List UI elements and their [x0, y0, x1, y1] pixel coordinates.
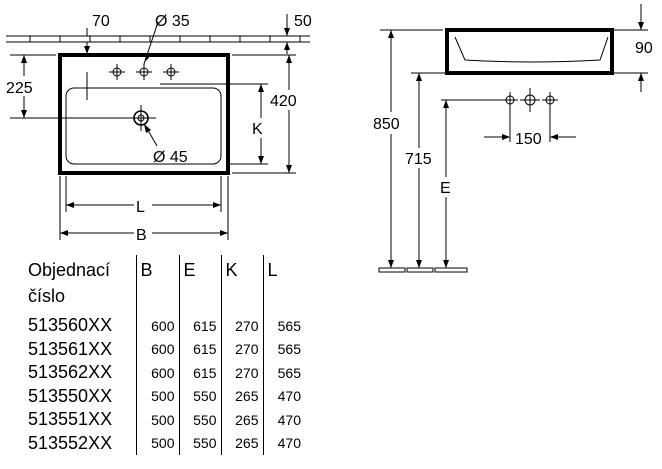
cell-L: 470: [262, 408, 305, 432]
cell-B: 500: [135, 384, 179, 408]
cell-B: 500: [135, 431, 179, 455]
cell-L: 470: [262, 384, 305, 408]
header-E: E: [178, 255, 221, 314]
cell-K: 270: [220, 361, 263, 385]
dim-E: E: [437, 99, 506, 268]
table-header-row: Objednací číslo B E K L: [26, 255, 305, 314]
table-row: 513552XX 500 550 265 470: [26, 431, 305, 455]
dim-L: L: [65, 176, 222, 216]
dim-420: 420: [232, 54, 308, 174]
cell-K: 270: [220, 314, 263, 338]
dim-70: 70: [84, 13, 110, 100]
dim-850: 850: [371, 29, 443, 268]
cell-order-number: 513551XX: [28, 409, 113, 430]
cell-K: 265: [220, 408, 263, 432]
dim-90: 90: [614, 4, 653, 92]
basin-side-outline: [445, 28, 614, 75]
dim-35-label: Ø 35: [155, 13, 190, 30]
cell-order-number: 513561XX: [28, 338, 113, 359]
cell-B: 600: [135, 314, 179, 338]
cell-B: 600: [135, 337, 179, 361]
dim-225: 225: [4, 54, 126, 119]
plan-view: 70 Ø 35 50 225: [4, 13, 312, 244]
tap-hole-center: [136, 64, 152, 80]
cell-L: 565: [262, 314, 305, 338]
dim-B-label: B: [136, 227, 147, 244]
cell-L: 565: [262, 361, 305, 385]
cell-K: 270: [220, 337, 263, 361]
table-row: 513560XX 600 615 270 565: [26, 314, 305, 338]
dim-715: 715: [403, 72, 445, 268]
dim-E-label: E: [440, 180, 451, 197]
table-row: 513550XX 500 550 265 470: [26, 384, 305, 408]
dim-45-label: Ø 45: [153, 149, 188, 166]
wall-strip: [6, 35, 310, 43]
tap-hole-left: [109, 64, 125, 80]
cell-order-number: 513560XX: [28, 315, 113, 336]
header-order-number-text: Objednací číslo: [28, 260, 111, 306]
dim-35: Ø 35: [143, 13, 190, 65]
cell-E: 550: [178, 384, 221, 408]
dim-715-label: 715: [405, 151, 432, 168]
header-order-number: Objednací číslo: [26, 255, 136, 314]
cell-K: 265: [220, 431, 263, 455]
product-spec-table: Objednací číslo B E K L 513560XX 600 615…: [26, 255, 305, 455]
cell-L: 470: [262, 431, 305, 455]
basin-outline: [58, 53, 230, 175]
dim-50: 50: [234, 13, 312, 56]
cell-E: 550: [178, 408, 221, 432]
cell-B: 500: [135, 408, 179, 432]
dim-B: B: [59, 176, 229, 244]
dim-420-label: 420: [270, 93, 297, 110]
cell-order-number: 513552XX: [28, 432, 113, 453]
dim-50-label: 50: [294, 13, 312, 30]
dim-225-label: 225: [6, 80, 33, 97]
table-row: 513562XX 600 615 270 565: [26, 361, 305, 385]
dim-70-label: 70: [92, 13, 110, 30]
tap-hole-right: [163, 64, 179, 80]
dim-K: K: [160, 83, 270, 165]
table-row: 513561XX 600 615 270 565: [26, 337, 305, 361]
dim-K-label: K: [252, 121, 263, 138]
dim-850-label: 850: [373, 116, 400, 133]
cell-B: 600: [135, 361, 179, 385]
dim-45: Ø 45: [144, 124, 188, 166]
cell-E: 615: [178, 337, 221, 361]
dim-150-label: 150: [515, 131, 542, 148]
cell-L: 565: [262, 337, 305, 361]
cell-order-number: 513550XX: [28, 385, 113, 406]
header-B: B: [135, 255, 179, 314]
floor-line: [378, 267, 468, 273]
header-L: L: [262, 255, 305, 314]
cell-E: 615: [178, 361, 221, 385]
cell-E: 615: [178, 314, 221, 338]
cell-order-number: 513562XX: [28, 362, 113, 383]
header-K: K: [220, 255, 263, 314]
cell-K: 265: [220, 384, 263, 408]
dim-L-label: L: [136, 199, 145, 216]
rear-tap-hole-center: [520, 88, 540, 112]
basin-bowl: [65, 87, 222, 165]
cell-E: 550: [178, 431, 221, 455]
side-view: 90 850 715 E: [371, 4, 653, 273]
basin-side-bowl: [454, 36, 609, 63]
table-row: 513551XX 500 550 265 470: [26, 408, 305, 432]
dim-150: 150: [484, 104, 576, 148]
dim-90-label: 90: [635, 40, 653, 57]
